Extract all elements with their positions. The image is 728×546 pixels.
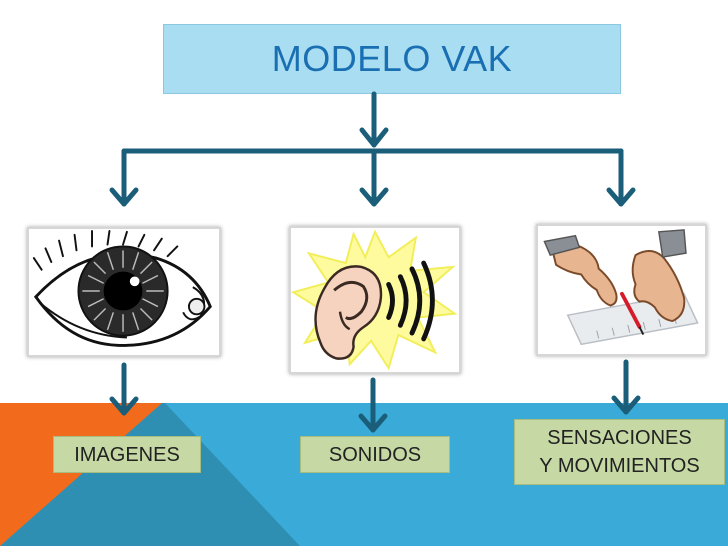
hands-picture [536, 224, 707, 356]
arrow-to-hands-head [606, 187, 636, 207]
label-imagenes: IMAGENES [53, 436, 201, 473]
ear-icon [291, 228, 459, 372]
arrow-to-ear-head [359, 187, 389, 207]
arrow-eye-to-label-head [109, 396, 139, 416]
label-sonidos: SONIDOS [300, 436, 450, 473]
hands-icon [538, 226, 705, 354]
label-sensaciones: SENSACIONES Y MOVIMIENTOS [514, 419, 725, 485]
label-imagenes-text: IMAGENES [74, 443, 180, 466]
arrow-to-eye-head [109, 187, 139, 207]
label-sensaciones-line-1: SENSACIONES [547, 427, 692, 449]
eye-icon [29, 229, 219, 355]
arrow-ear-to-label-head [358, 413, 388, 433]
label-sonidos-text: SONIDOS [328, 443, 422, 466]
arrow-hands-to-label-head [611, 395, 641, 415]
diagram-title: MODELO VAK [271, 38, 513, 79]
arrow-title-head [359, 127, 389, 148]
ear-picture [289, 226, 461, 374]
title-box: MODELO VAK [163, 24, 621, 94]
eye-picture [27, 227, 221, 357]
label-sensaciones-line-2: Y MOVIMIENTOS [539, 455, 700, 477]
